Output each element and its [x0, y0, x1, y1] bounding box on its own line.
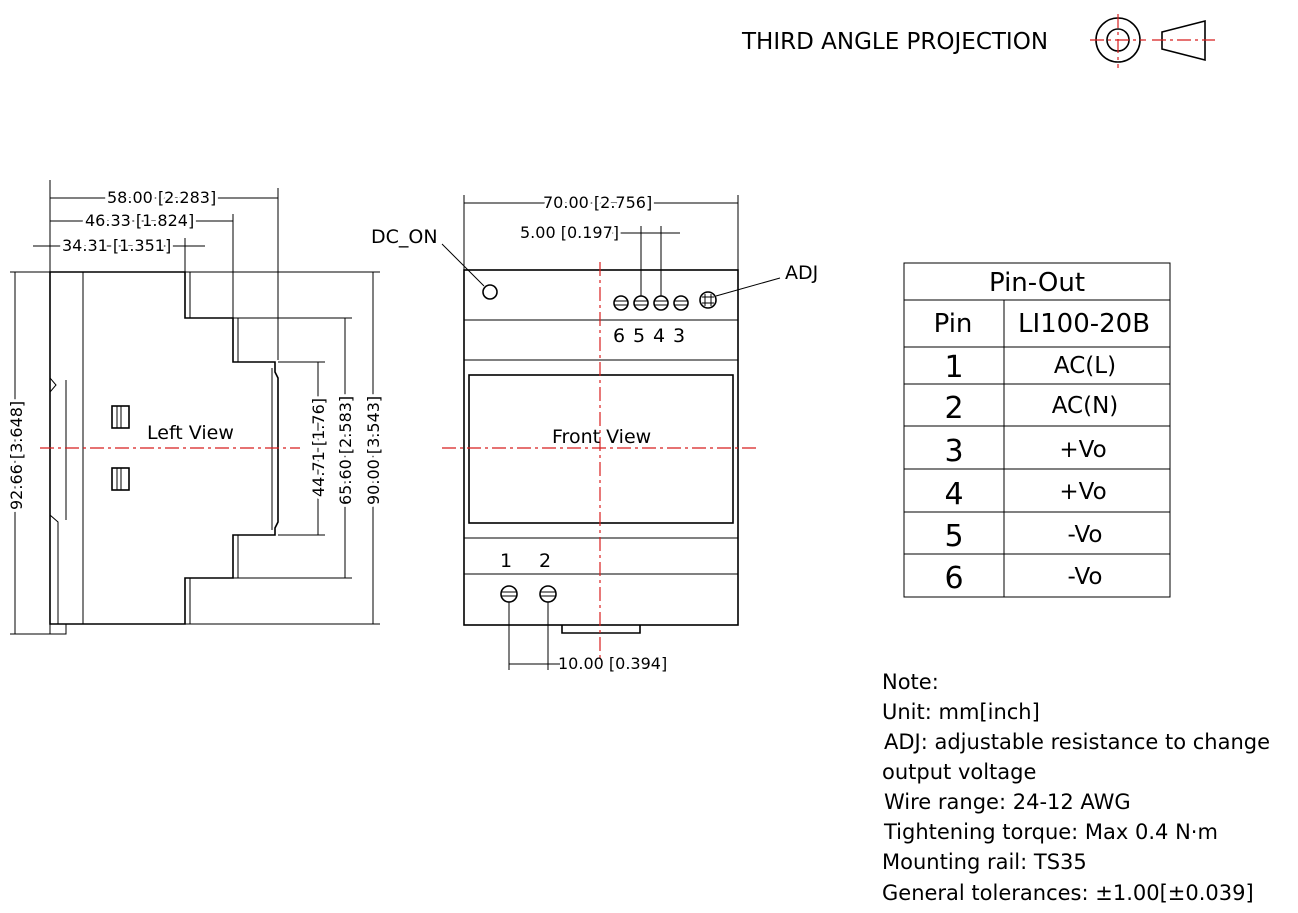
dim-34: 34.31 [1.351]: [62, 236, 171, 255]
clip-icon: [111, 405, 130, 429]
terminal-label: 5: [633, 325, 645, 347]
terminal-label: 6: [613, 325, 625, 347]
note-line: Tightening torque: Max 0.4 N·m: [883, 820, 1218, 844]
note-line: Mounting rail: TS35: [882, 850, 1087, 874]
terminal-screw-icon: [613, 295, 629, 311]
left-view: Left View: [40, 271, 300, 635]
dim-65: 65.60 [2.583]: [336, 396, 355, 505]
terminal-screw-icon: [633, 295, 649, 311]
dim-10: 10.00 [0.394]: [558, 654, 667, 673]
pinout-fn: +Vo: [1059, 479, 1106, 505]
pinout-title: Pin-Out: [989, 268, 1085, 298]
led-icon: [482, 284, 498, 300]
note-line: General tolerances: ±1.00[±0.039]: [882, 881, 1254, 905]
dim-70: 70.00 [2.756]: [543, 193, 652, 212]
dc-on-label: DC_ON: [371, 226, 438, 248]
terminal-label: 2: [539, 550, 551, 572]
pinout-col-model: LI100-20B: [1018, 309, 1150, 339]
front-view-label: Front View: [552, 426, 651, 448]
terminal-label: 3: [673, 325, 685, 347]
note-line: Unit: mm[inch]: [882, 700, 1040, 724]
pinout-pin: 2: [944, 391, 963, 426]
dim-44: 44.71 [1.76]: [309, 398, 328, 497]
dim-58: 58.00 [2.283]: [107, 188, 216, 207]
terminal-screw-icon: [653, 295, 669, 311]
note-line: Note:: [882, 670, 939, 694]
terminal-screw-icon: [500, 585, 518, 603]
pinout-fn: AC(L): [1054, 353, 1116, 379]
dim-90: 90.00 [3.543]: [364, 396, 383, 505]
adj-label: ADJ: [785, 262, 818, 284]
projection-label: THIRD ANGLE PROJECTION: [741, 29, 1048, 55]
front-dim-lines: [463, 195, 739, 670]
dim-46: 46.33 [1.824]: [85, 211, 194, 230]
left-view-label: Left View: [147, 422, 234, 444]
pinout-table: [903, 262, 1171, 598]
note-line: Wire range: 24-12 AWG: [884, 790, 1131, 814]
terminal-screw-icon: [539, 585, 557, 603]
left-dim-lines: [10, 180, 380, 635]
pinout-pin: 6: [944, 561, 963, 596]
terminal-label: 1: [500, 550, 512, 572]
terminal-screw-icon: [673, 295, 689, 311]
clip-icon: [111, 467, 130, 491]
dim-92: 92.66 [3.648]: [7, 401, 26, 510]
pinout-pin: 4: [944, 477, 963, 512]
note-line: ADJ: adjustable resistance to change: [884, 730, 1270, 754]
pinout-fn: -Vo: [1068, 522, 1103, 548]
pinout-fn: +Vo: [1059, 437, 1106, 463]
pinout-fn: -Vo: [1068, 564, 1103, 590]
projection-symbol: [1090, 14, 1215, 68]
pinout-col-pin: Pin: [934, 309, 973, 339]
pinout-pin: 3: [944, 434, 963, 469]
adj-potentiometer-icon: [699, 291, 717, 309]
terminal-label: 4: [653, 325, 665, 347]
pinout-fn: AC(N): [1052, 393, 1119, 419]
note-line: output voltage: [882, 760, 1036, 784]
notes-block: Note: Unit: mm[inch] ADJ: adjustable res…: [882, 670, 1270, 905]
pinout-pin: 5: [944, 519, 963, 554]
dim-5: 5.00 [0.197]: [520, 223, 619, 242]
front-view: Front View: [441, 243, 781, 660]
pinout-pin: 1: [944, 350, 963, 385]
